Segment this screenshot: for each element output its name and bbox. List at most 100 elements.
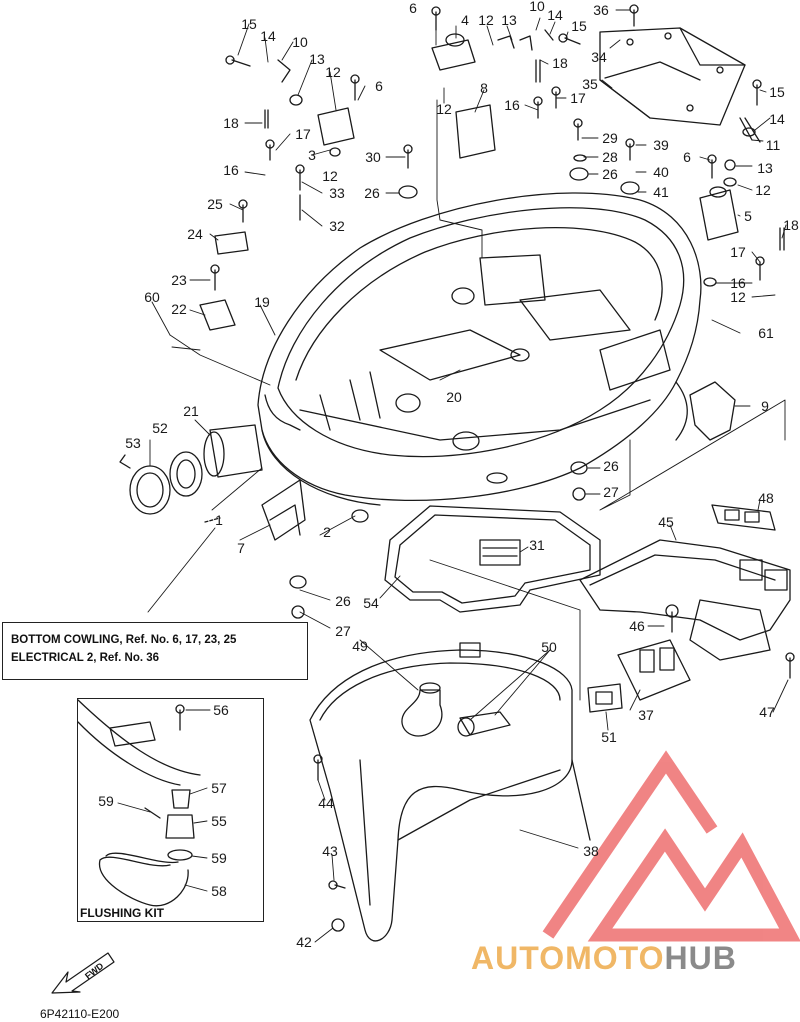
callout-10[interactable]: 10 <box>529 0 545 14</box>
callout-28[interactable]: 28 <box>602 149 618 165</box>
callout-26[interactable]: 26 <box>335 593 351 609</box>
callout-14[interactable]: 14 <box>769 111 785 127</box>
callout-36[interactable]: 36 <box>593 2 609 18</box>
callout-33[interactable]: 33 <box>329 185 345 201</box>
hose-elbow <box>401 682 511 737</box>
callout-34[interactable]: 34 <box>591 49 607 65</box>
callout-57[interactable]: 57 <box>211 780 227 796</box>
callout-13[interactable]: 13 <box>501 12 517 28</box>
callout-21[interactable]: 21 <box>183 403 199 419</box>
callout-7[interactable]: 7 <box>237 540 245 556</box>
diagram-code: 6P42110-E200 <box>40 1007 120 1021</box>
callout-8[interactable]: 8 <box>480 80 488 96</box>
callout-18[interactable]: 18 <box>223 115 239 131</box>
callout-49[interactable]: 49 <box>352 638 368 654</box>
callout-25[interactable]: 25 <box>207 196 223 212</box>
callout-39[interactable]: 39 <box>653 137 669 153</box>
callout-44[interactable]: 44 <box>318 795 334 811</box>
callout-27[interactable]: 27 <box>603 484 619 500</box>
callout-18[interactable]: 18 <box>783 217 799 233</box>
watermark-part-b: HUB <box>664 940 737 976</box>
callout-12[interactable]: 12 <box>755 182 771 198</box>
callout-29[interactable]: 29 <box>602 130 618 146</box>
callout-20[interactable]: 20 <box>446 389 462 405</box>
callout-40[interactable]: 40 <box>653 164 669 180</box>
callout-12[interactable]: 12 <box>322 168 338 184</box>
connector-group <box>119 424 263 515</box>
callout-54[interactable]: 54 <box>363 595 379 611</box>
callout-17[interactable]: 17 <box>570 90 586 106</box>
callout-12[interactable]: 12 <box>730 289 746 305</box>
callout-22[interactable]: 22 <box>171 301 187 317</box>
callout-15[interactable]: 15 <box>769 84 785 100</box>
callout-59[interactable]: 59 <box>211 850 227 866</box>
watermark-logo <box>542 750 800 942</box>
side-fittings <box>199 231 736 541</box>
callout-16[interactable]: 16 <box>730 275 746 291</box>
callout-6[interactable]: 6 <box>375 78 383 94</box>
callout-11[interactable]: 11 <box>765 137 781 153</box>
callout-2[interactable]: 2 <box>323 524 331 540</box>
callout-60[interactable]: 60 <box>144 289 160 305</box>
callout-13[interactable]: 13 <box>757 160 773 176</box>
callout-18[interactable]: 18 <box>552 55 568 71</box>
note-line-bottom-cowling: BOTTOM COWLING, Ref. No. 6, 17, 23, 25 <box>11 634 237 646</box>
callout-5[interactable]: 5 <box>744 208 752 224</box>
callout-61[interactable]: 61 <box>758 325 774 341</box>
callout-30[interactable]: 30 <box>365 149 381 165</box>
reference-note-box: BOTTOM COWLING, Ref. No. 6, 17, 23, 25 E… <box>2 622 308 680</box>
callout-13[interactable]: 13 <box>309 51 325 67</box>
callout-51[interactable]: 51 <box>601 729 617 745</box>
callout-55[interactable]: 55 <box>211 813 227 829</box>
callout-12[interactable]: 12 <box>436 101 452 117</box>
callout-14[interactable]: 14 <box>260 28 276 44</box>
callout-19[interactable]: 19 <box>254 294 270 310</box>
callout-16[interactable]: 16 <box>223 162 239 178</box>
callout-47[interactable]: 47 <box>759 704 775 720</box>
callout-42[interactable]: 42 <box>296 934 312 950</box>
callout-9[interactable]: 9 <box>761 398 769 414</box>
callout-15[interactable]: 15 <box>571 18 587 34</box>
callout-6[interactable]: 6 <box>409 0 417 16</box>
callout-16[interactable]: 16 <box>504 97 520 113</box>
callout-37[interactable]: 37 <box>638 707 654 723</box>
switch-bodies <box>317 33 739 241</box>
callout-26[interactable]: 26 <box>364 185 380 201</box>
flushing-kit-parts <box>77 699 201 907</box>
callout-12[interactable]: 12 <box>478 12 494 28</box>
callout-46[interactable]: 46 <box>629 618 645 634</box>
callout-56[interactable]: 56 <box>213 702 229 718</box>
callout-35[interactable]: 35 <box>582 76 598 92</box>
callout-6[interactable]: 6 <box>683 149 691 165</box>
callout-31[interactable]: 31 <box>529 537 545 553</box>
callout-23[interactable]: 23 <box>171 272 187 288</box>
callout-50[interactable]: 50 <box>541 639 557 655</box>
arrow-1-marker <box>204 517 221 523</box>
callout-59[interactable]: 59 <box>98 793 114 809</box>
callout-15[interactable]: 15 <box>241 16 257 32</box>
callout-26[interactable]: 26 <box>602 166 618 182</box>
callout-43[interactable]: 43 <box>322 843 338 859</box>
callout-26[interactable]: 26 <box>603 458 619 474</box>
callout-3[interactable]: 3 <box>308 147 316 163</box>
callout-45[interactable]: 45 <box>658 514 674 530</box>
callout-27[interactable]: 27 <box>335 623 351 639</box>
callout-48[interactable]: 48 <box>758 490 774 506</box>
callout-4[interactable]: 4 <box>461 12 469 28</box>
callout-52[interactable]: 52 <box>152 420 168 436</box>
callout-32[interactable]: 32 <box>329 218 345 234</box>
callout-58[interactable]: 58 <box>211 883 227 899</box>
callout-10[interactable]: 10 <box>292 34 308 50</box>
watermark-text: AUTOMOTOHUB <box>471 940 737 977</box>
top-cover-plate <box>599 27 746 126</box>
callout-53[interactable]: 53 <box>125 435 141 451</box>
callout-12[interactable]: 12 <box>325 64 341 80</box>
callout-1[interactable]: 1 <box>215 512 223 528</box>
callout-17[interactable]: 17 <box>730 244 746 260</box>
callout-24[interactable]: 24 <box>187 226 203 242</box>
mount-pads <box>587 504 776 713</box>
callout-17[interactable]: 17 <box>295 126 311 142</box>
callout-41[interactable]: 41 <box>653 184 669 200</box>
callout-38[interactable]: 38 <box>583 843 599 859</box>
callout-14[interactable]: 14 <box>547 7 563 23</box>
